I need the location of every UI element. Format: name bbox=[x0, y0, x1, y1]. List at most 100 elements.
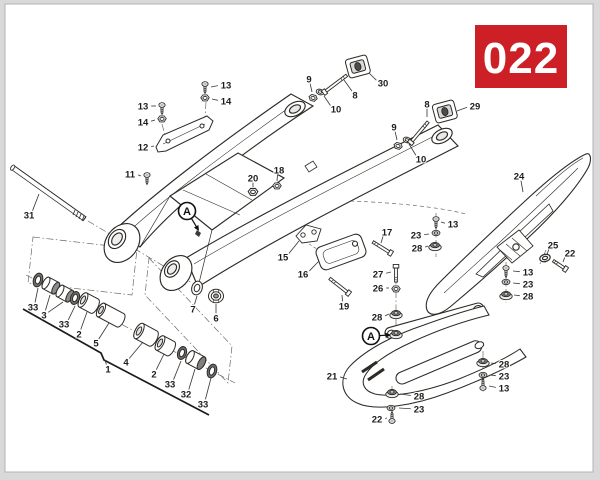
callout-label-30: 30 bbox=[378, 78, 389, 89]
seal-33-a bbox=[32, 272, 44, 288]
grommet-28 bbox=[389, 310, 403, 320]
axis-screws-12-left bbox=[161, 123, 167, 140]
callout-leader bbox=[67, 305, 76, 321]
callout-leader bbox=[210, 85, 218, 88]
callout-label-10: 10 bbox=[416, 154, 427, 165]
callout-leader bbox=[512, 270, 520, 273]
spacer-5 bbox=[95, 302, 126, 328]
nut-14 bbox=[200, 94, 210, 102]
callout-label-23: 23 bbox=[523, 279, 534, 290]
nut-6 bbox=[208, 288, 224, 304]
callout-leader bbox=[399, 393, 411, 396]
callout-leader bbox=[440, 221, 446, 224]
badge-rect bbox=[475, 25, 567, 88]
grommet-28 bbox=[385, 389, 399, 399]
guide-lower-strap bbox=[395, 340, 485, 385]
callout-label-13: 13 bbox=[499, 383, 510, 394]
callout-leader bbox=[32, 193, 40, 211]
callout-leader bbox=[276, 174, 278, 182]
callout-leader bbox=[34, 287, 39, 303]
part-29-adjuster-block bbox=[431, 99, 458, 124]
page-badge: 022 bbox=[475, 25, 567, 88]
callout-leader bbox=[194, 295, 198, 305]
view-marker-arrowhead bbox=[193, 224, 199, 231]
fasteners bbox=[143, 73, 570, 424]
callout-label-1: 1 bbox=[105, 364, 111, 375]
callout-label-33: 33 bbox=[28, 302, 39, 313]
guide-loop bbox=[342, 305, 527, 408]
part-24-chain-guard bbox=[425, 153, 591, 315]
callout-label-2: 2 bbox=[76, 329, 81, 340]
callout-leader bbox=[398, 407, 411, 410]
callout-leader bbox=[80, 311, 88, 330]
callout-label-13: 13 bbox=[221, 80, 232, 91]
callout-label-29: 29 bbox=[470, 101, 481, 112]
callout-leader bbox=[513, 294, 520, 297]
projection-box-right bbox=[144, 257, 233, 384]
callout-leader bbox=[309, 260, 320, 272]
nut-14 bbox=[157, 115, 167, 123]
callout-label-8: 8 bbox=[424, 99, 429, 110]
view-marker-circle bbox=[177, 201, 197, 221]
axis-bushings bbox=[25, 274, 236, 384]
callout-leader bbox=[368, 72, 377, 81]
callout-leader bbox=[488, 385, 496, 388]
callout-leader bbox=[424, 233, 430, 236]
bolt-19 bbox=[328, 276, 353, 298]
view-marker-label: A bbox=[183, 206, 191, 218]
callout-leader bbox=[104, 359, 107, 365]
bolt-22 bbox=[551, 258, 570, 273]
seal-33-d bbox=[206, 363, 218, 379]
callout-label-21: 21 bbox=[327, 371, 338, 382]
part-swingarm bbox=[103, 93, 459, 292]
callout-label-15: 15 bbox=[278, 252, 289, 263]
callout-label-26: 26 bbox=[373, 283, 384, 294]
callout-label-5: 5 bbox=[93, 338, 99, 349]
callout-label-28: 28 bbox=[414, 391, 425, 402]
nut-26 bbox=[391, 285, 401, 293]
callout-label-28: 28 bbox=[523, 291, 534, 302]
callout-label-33: 33 bbox=[198, 399, 209, 410]
callout-leader bbox=[341, 294, 343, 302]
callout-leader bbox=[512, 282, 520, 285]
callout-label-10: 10 bbox=[331, 104, 342, 115]
callout-label-6: 6 bbox=[213, 313, 218, 324]
callout-leader bbox=[211, 98, 218, 101]
callout-leader bbox=[128, 341, 144, 359]
callout-leader bbox=[150, 119, 156, 122]
callout-leader bbox=[385, 417, 388, 419]
callout-leader bbox=[47, 301, 64, 313]
callout-label-8: 8 bbox=[352, 90, 357, 101]
bolt-8 bbox=[406, 120, 430, 147]
callout-label-28: 28 bbox=[412, 243, 423, 254]
callout-label-32: 32 bbox=[181, 389, 192, 400]
grommet-28 bbox=[499, 291, 513, 301]
bolt-8 bbox=[320, 73, 349, 97]
callout-label-28: 28 bbox=[372, 312, 383, 323]
badge-number: 022 bbox=[483, 34, 559, 83]
callout-label-22: 22 bbox=[565, 248, 576, 259]
callout-label-18: 18 bbox=[274, 165, 285, 176]
washer-23 bbox=[386, 404, 396, 412]
callout-leader bbox=[456, 106, 468, 112]
bolt-27 bbox=[392, 263, 400, 283]
callouts-layer: 1314131412113198103089102920182415161713… bbox=[23, 72, 576, 426]
callout-label-23: 23 bbox=[414, 404, 425, 415]
callout-leader bbox=[137, 174, 142, 177]
callout-label-7: 7 bbox=[190, 304, 195, 315]
callout-leader bbox=[98, 322, 110, 340]
callout-label-33: 33 bbox=[165, 379, 176, 390]
axis-screws-12-right bbox=[204, 101, 207, 119]
callout-label-13: 13 bbox=[523, 267, 534, 278]
washer-23 bbox=[431, 229, 441, 237]
bushing-4 bbox=[133, 322, 159, 347]
part-16-chain-guide-block bbox=[315, 233, 367, 271]
callout-label-27: 27 bbox=[373, 269, 384, 280]
callout-label-24: 24 bbox=[514, 171, 525, 182]
view-marker-label: A bbox=[367, 331, 375, 343]
ring-33-c bbox=[176, 346, 188, 360]
bushing-kit bbox=[32, 272, 224, 379]
callout-label-2: 2 bbox=[151, 369, 156, 380]
callout-leader bbox=[520, 180, 524, 193]
